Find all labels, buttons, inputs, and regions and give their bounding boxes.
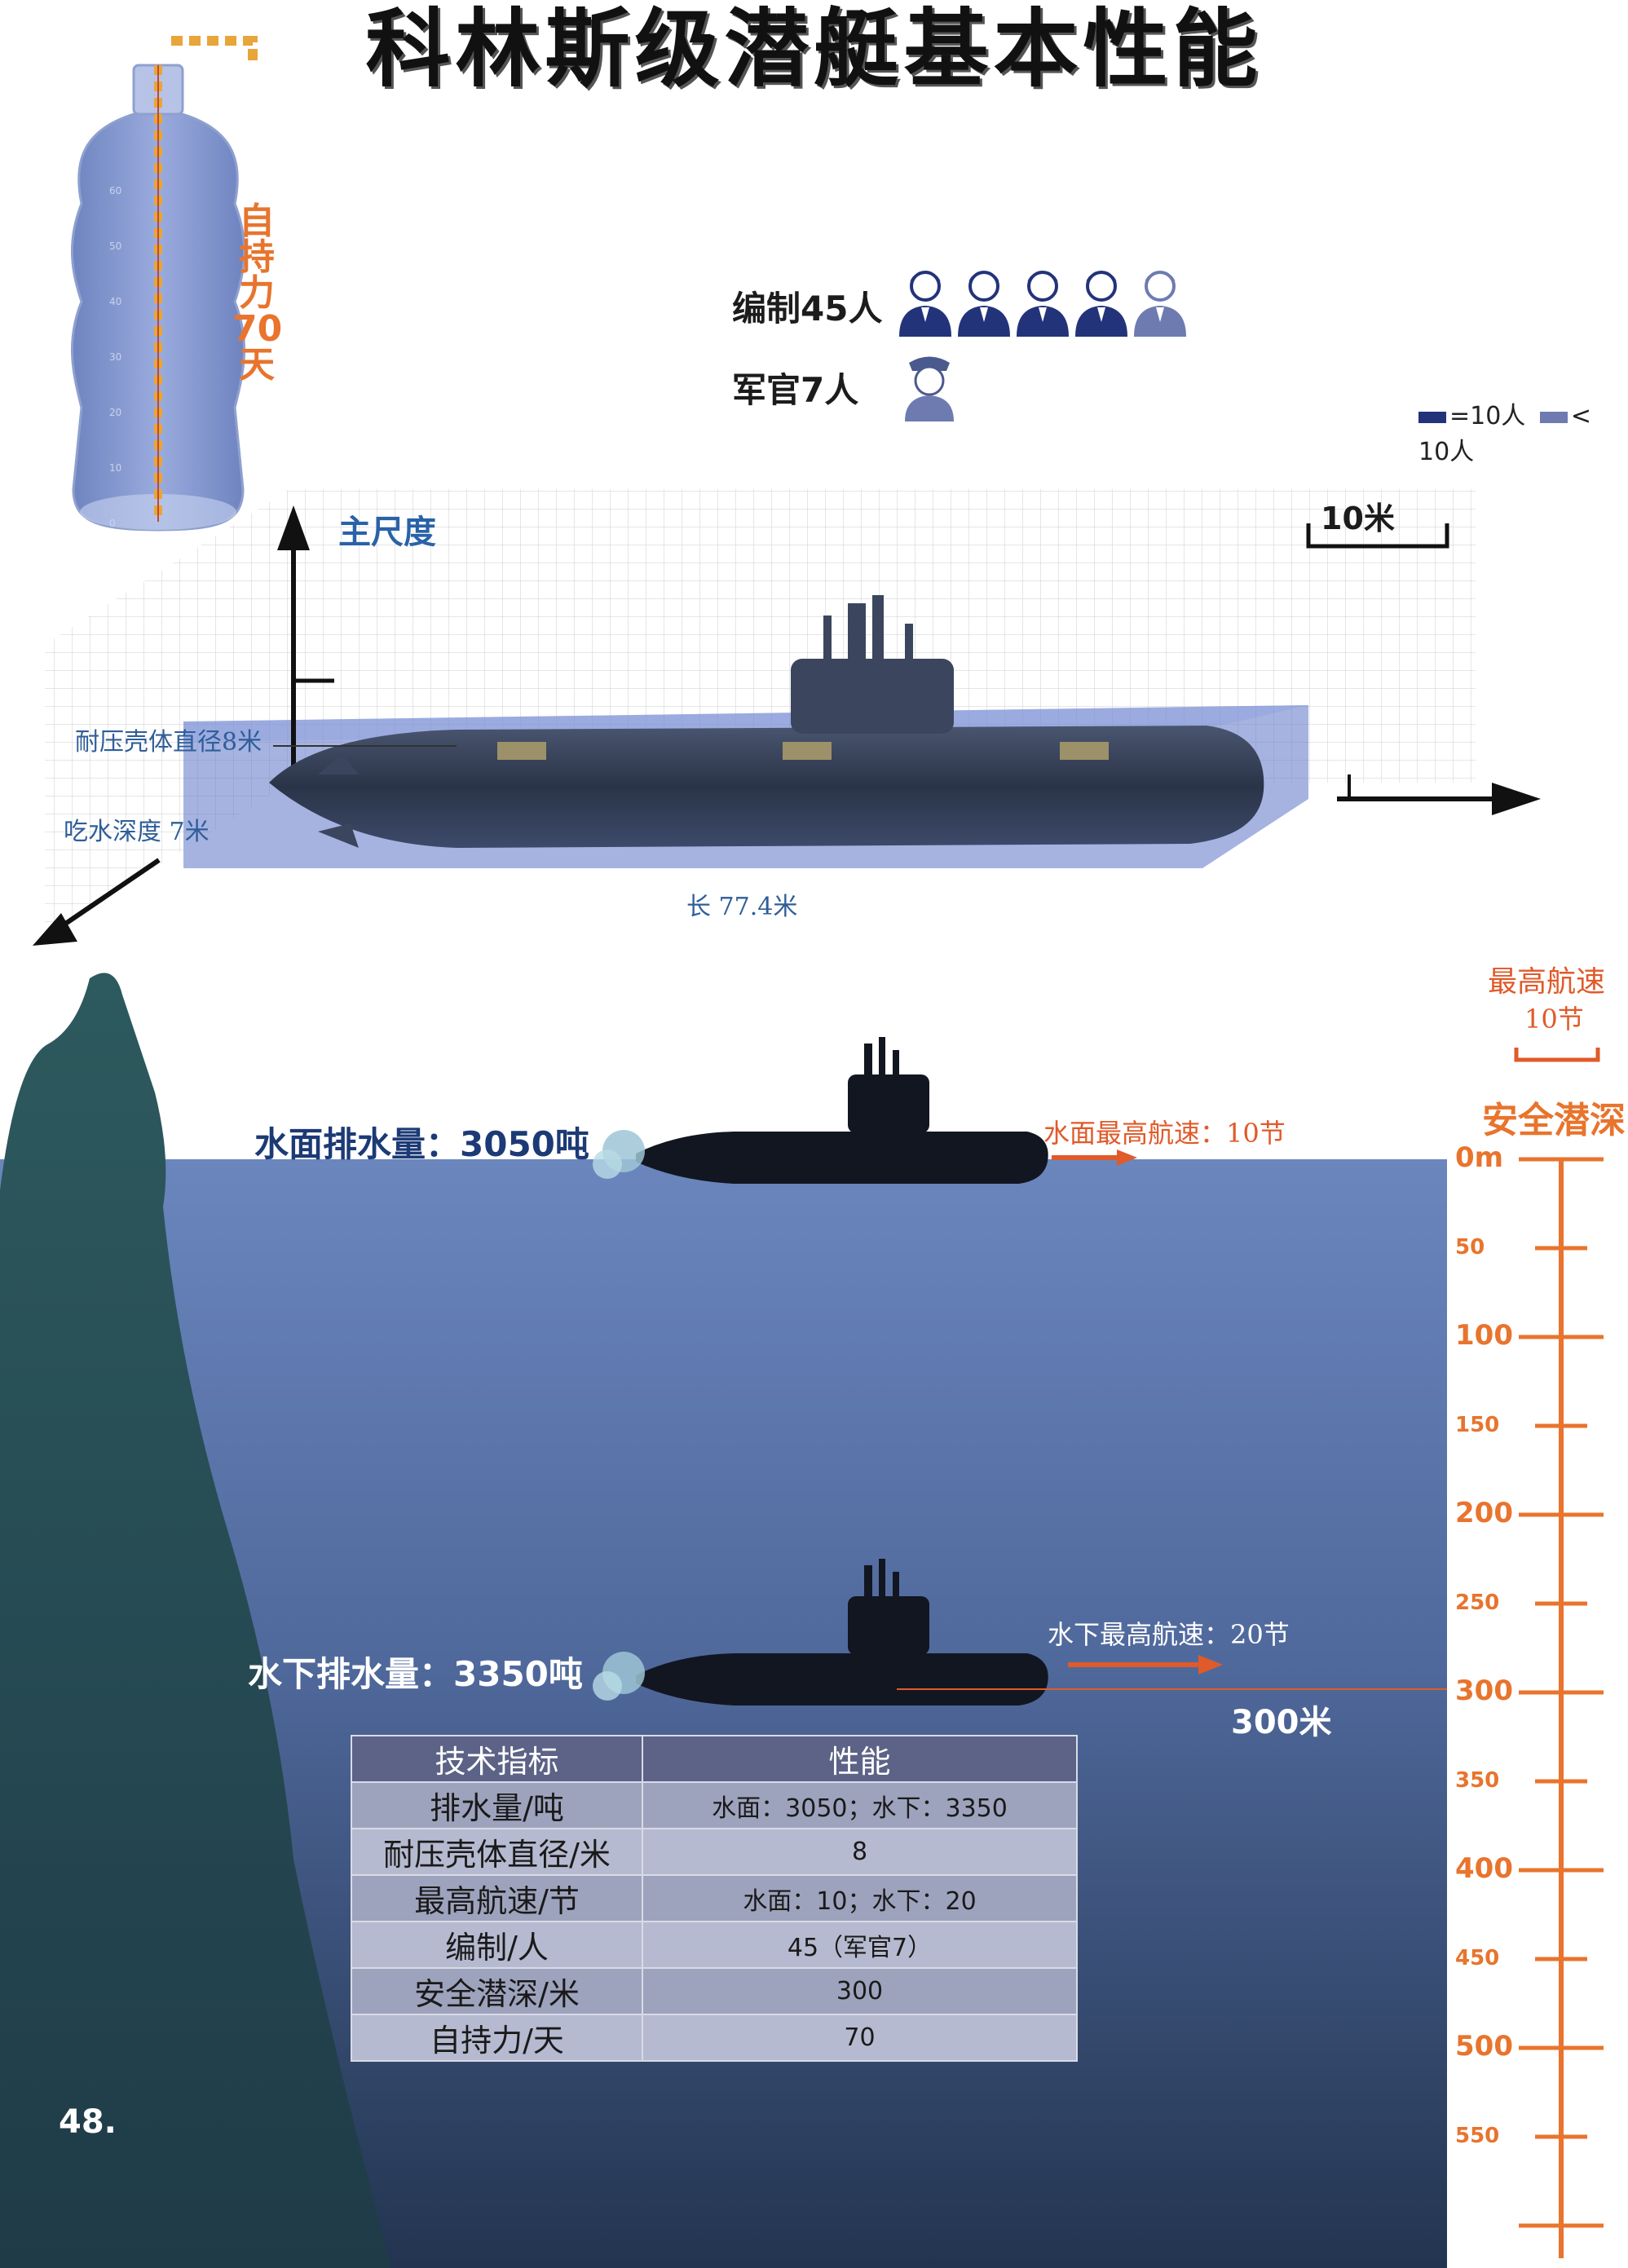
- depth-tick-label: 150: [1455, 1413, 1500, 1437]
- depth-tick-label: 100: [1455, 1319, 1513, 1352]
- ruler-tick-label: 20: [109, 407, 122, 418]
- length-label: 长 77.4米: [686, 893, 798, 921]
- depth-tick-label: 250: [1455, 1591, 1500, 1615]
- crew-person-icon: [955, 265, 1013, 338]
- depth-tick-label: 450: [1455, 1946, 1500, 1970]
- spec-value: 8: [642, 1828, 1078, 1876]
- depth-tick-label: 300: [1455, 1675, 1513, 1707]
- crew-person-icon: [1014, 265, 1071, 338]
- officer-icon: [901, 346, 958, 424]
- draft-label: 吃水深度 7米: [64, 818, 210, 846]
- spec-key: 最高航速/节: [351, 1874, 643, 1922]
- dimension-title: 主尺度: [338, 514, 436, 551]
- legend-full-label: =10人: [1449, 402, 1526, 430]
- crew-icons: [897, 265, 1207, 342]
- surface-submarine-silhouette: [593, 1037, 1137, 1184]
- ruler-ticks: 60 50 40 30 20 10 0: [109, 163, 121, 551]
- endurance-bottle: 60 50 40 30 20 10 0: [49, 33, 310, 554]
- dimension-diagram: [33, 489, 1541, 946]
- table-row: 自持力/天 70: [351, 2014, 1078, 2062]
- page-title: 科林斯级潜艇基本性能: [365, 0, 1263, 99]
- header-indicator: 技术指标: [351, 1735, 643, 1783]
- legend-full-swatch: [1418, 411, 1446, 423]
- submerged-submarine-silhouette: [593, 1559, 1447, 1705]
- spec-key: 耐压壳体直径/米: [351, 1828, 643, 1876]
- surface-displacement-label: 水面排水量：3050吨: [254, 1124, 589, 1164]
- spec-key: 自持力/天: [351, 2014, 643, 2062]
- ruler-tick-label: 40: [109, 296, 122, 307]
- spec-key: 排水量/吨: [351, 1781, 643, 1829]
- safe-depth-callout: 300米: [1231, 1704, 1332, 1741]
- depth-tick-label: 200: [1455, 1497, 1513, 1529]
- table-header-row: 技术指标 性能: [351, 1735, 1078, 1783]
- crew-person-icon: [1073, 265, 1130, 338]
- ruler-tick-label: 60: [109, 185, 122, 196]
- legend-partial-swatch: [1539, 411, 1568, 423]
- endurance-label: 自持力 70天: [232, 201, 283, 386]
- ruler-tick-label: 10: [109, 462, 122, 474]
- submerged-displacement-label: 水下排水量：3350吨: [248, 1654, 583, 1694]
- depth-tick-label: 500: [1455, 2030, 1513, 2063]
- depth-tick-label: 50: [1455, 1235, 1485, 1260]
- spec-value: 45（军官7）: [642, 1921, 1078, 1969]
- spec-table: 技术指标 性能 排水量/吨 水面：3050；水下：3350 耐压壳体直径/米 8…: [351, 1735, 1078, 2062]
- crew-person-partial-icon: [1132, 265, 1189, 338]
- spec-value: 70: [642, 2014, 1078, 2062]
- officer-label: 军官7人: [732, 370, 859, 410]
- table-row: 安全潜深/米 300: [351, 1967, 1078, 2015]
- depth-tick-label: 400: [1455, 1852, 1513, 1885]
- spec-value: 水面：3050；水下：3350: [642, 1781, 1078, 1829]
- spec-value: 水面：10；水下：20: [642, 1874, 1078, 1922]
- table-row: 编制/人 45（军官7）: [351, 1921, 1078, 1969]
- depth-scale-title: 安全潜深: [1482, 1100, 1626, 1141]
- scale-label: 10米: [1321, 501, 1395, 536]
- table-row: 耐压壳体直径/米 8: [351, 1828, 1078, 1876]
- max-speed-title: 最高航速: [1488, 965, 1606, 999]
- table-row: 最高航速/节 水面：10；水下：20: [351, 1874, 1078, 1922]
- ruler-tick-label: 50: [109, 240, 122, 252]
- crew-person-icon: [897, 265, 954, 338]
- spec-key: 编制/人: [351, 1921, 643, 1969]
- hull-diameter-label: 耐压壳体直径8米: [75, 728, 263, 757]
- header-performance: 性能: [642, 1735, 1078, 1783]
- ocean-scene: [0, 973, 1604, 2268]
- depth-scale: [1519, 1157, 1604, 2258]
- depth-tick-label: 0m: [1455, 1141, 1504, 1174]
- depth-tick-label: 350: [1455, 1768, 1500, 1793]
- spec-key: 安全潜深/米: [351, 1967, 643, 2015]
- page-number: 48.: [59, 2103, 117, 2141]
- ruler-tick-label: 0: [109, 518, 116, 529]
- surface-speed-label: 水面最高航速：10节: [1043, 1118, 1286, 1149]
- crew-label: 编制45人: [732, 289, 883, 329]
- unit-legend: =10人 < 10人: [1418, 395, 1628, 467]
- submerged-speed-label: 水下最高航速：20节: [1048, 1619, 1290, 1650]
- max-speed-value: 10节: [1524, 1004, 1584, 1035]
- table-row: 排水量/吨 水面：3050；水下：3350: [351, 1781, 1078, 1829]
- legend-partial-label: < 10人: [1418, 402, 1591, 466]
- spec-value: 300: [642, 1967, 1078, 2015]
- ruler-tick-label: 30: [109, 351, 122, 363]
- depth-tick-label: 550: [1455, 2124, 1500, 2148]
